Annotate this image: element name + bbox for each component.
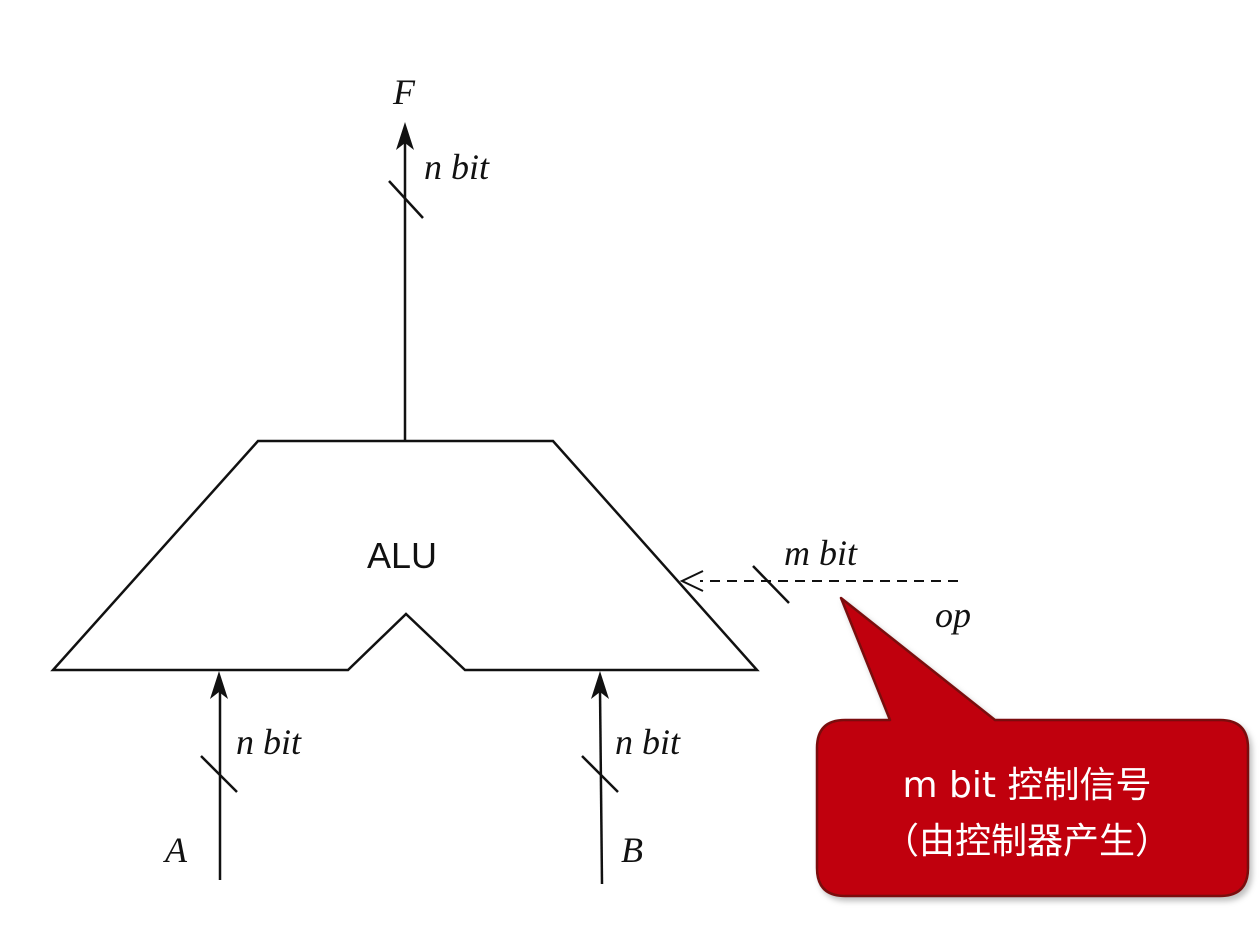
control-width-label: m bit	[784, 533, 858, 573]
alu-body	[50, 439, 760, 672]
input-b-bus	[581, 671, 619, 885]
input-a-label: A	[163, 830, 188, 870]
input-a-bus	[200, 671, 238, 880]
arrow-up-icon	[396, 122, 414, 150]
input-a-width-label: n bit	[236, 722, 302, 762]
arrow-up-icon	[591, 671, 609, 699]
output-label: F	[392, 72, 416, 112]
control-signal-line	[679, 565, 958, 604]
output-width-label: n bit	[424, 147, 490, 187]
input-b-width-label: n bit	[615, 722, 681, 762]
bus-width-tick	[388, 180, 424, 219]
callout-bubble	[815, 596, 1250, 898]
arrow-up-icon	[210, 671, 228, 699]
callout-line-1: m bit 控制信号	[903, 765, 1152, 806]
alu-label: ALU	[367, 535, 437, 576]
callout-line-2: （由控制器产生）	[883, 821, 1171, 862]
control-label: op	[935, 595, 971, 635]
bus-width-tick	[200, 755, 238, 793]
input-b-label: B	[621, 830, 643, 870]
bus-width-tick	[581, 755, 619, 793]
bus-width-tick	[752, 565, 790, 604]
output-bus	[388, 122, 424, 441]
callout-shape	[815, 596, 1250, 898]
arrow-left-icon	[679, 570, 704, 592]
